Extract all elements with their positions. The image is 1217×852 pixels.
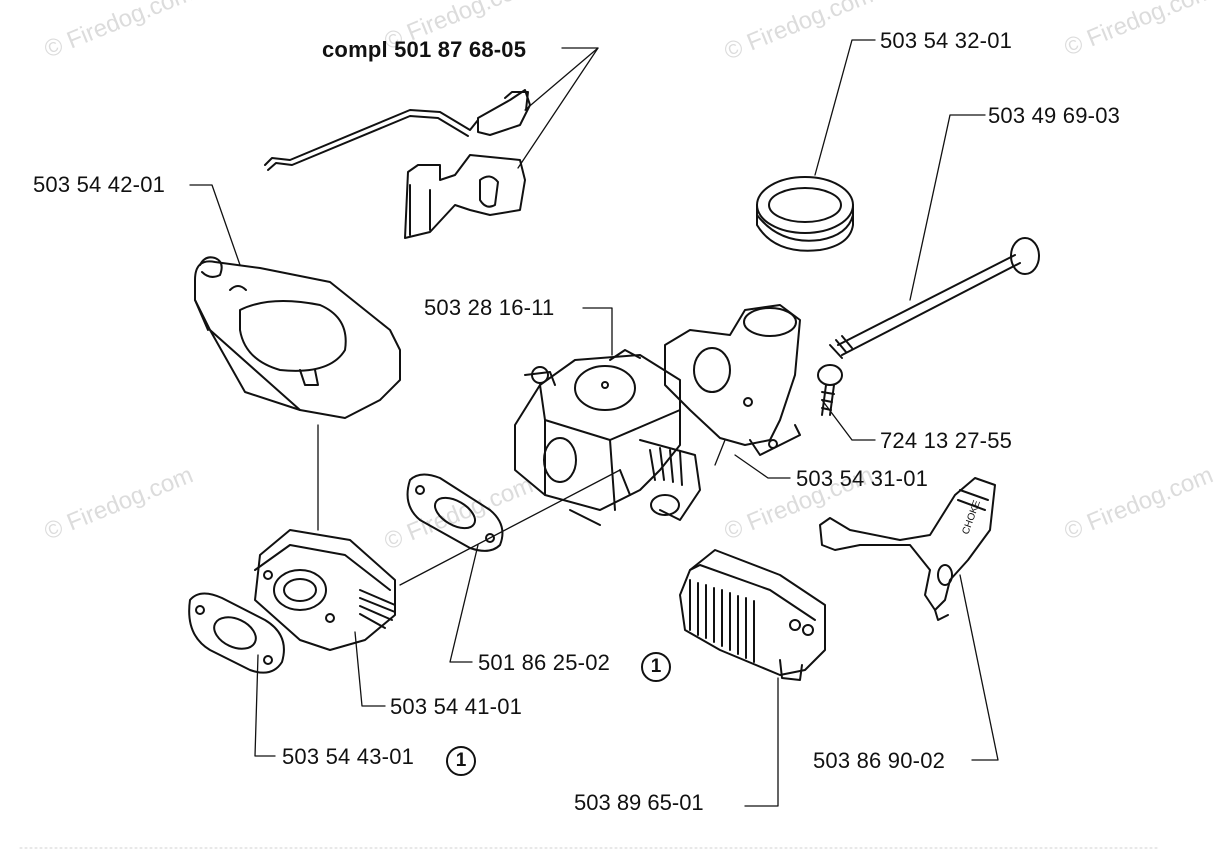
part-label-501-86-25-02: 501 86 25-02 (478, 650, 611, 675)
throttle-rod-part (264, 89, 531, 171)
choke-label: CHOKE (960, 499, 983, 536)
adaptor-plate-part (194, 256, 401, 419)
part-label-503-86-90-02: 503 86 90-02 (813, 748, 946, 773)
filter-block-part (679, 549, 826, 681)
part-label-503-54-31-01: 503 54 31-01 (796, 466, 929, 491)
part-label-503-28-16-11: 503 28 16-11 (424, 295, 555, 320)
footnote-badge: 1 (446, 746, 476, 776)
part-label-503-49-69-03: 503 49 69-03 (988, 103, 1121, 128)
throttle-bracket-part (404, 154, 526, 239)
part-label-503-54-42-01: 503 54 42-01 (33, 172, 166, 197)
gasket-part (406, 473, 504, 552)
parts-diagram: CHOKE (19, 39, 1161, 849)
screw-part (817, 364, 843, 416)
long-bolt-part (829, 237, 1040, 359)
part-label-503-89-65-01: 503 89 65-01 (574, 790, 704, 815)
part-label-503-54-43-01: 503 54 43-01 (282, 744, 415, 769)
intake-manifold-part (664, 304, 801, 456)
carburetor-part (514, 349, 701, 526)
part-label-503-54-41-01: 503 54 41-01 (390, 694, 523, 719)
leader-lines (189, 39, 999, 807)
choke-lever-part (819, 477, 996, 621)
intake-boot-part (756, 176, 854, 252)
spacer-block-part (254, 529, 396, 651)
part-label-503-54-32-01: 503 54 32-01 (880, 28, 1013, 53)
part-label-724-13-27-55: 724 13 27-55 (880, 428, 1013, 453)
outer-gasket-part (188, 592, 285, 674)
assembly-label: compl 501 87 68-05 (322, 37, 527, 62)
part-label-clipped: 503 89 65-01 (560, 790, 704, 815)
footnote-badge: 1 (641, 652, 671, 682)
